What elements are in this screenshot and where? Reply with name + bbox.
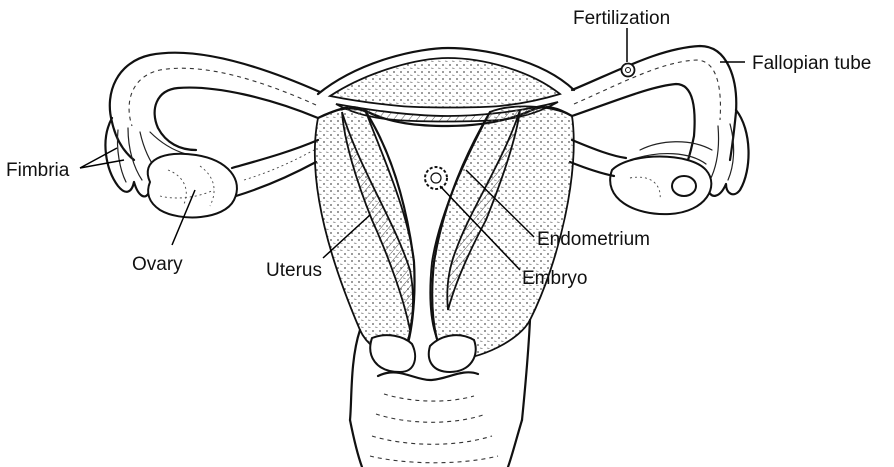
label-embryo: Embryo <box>522 268 587 289</box>
left-fallopian-tube <box>110 53 320 160</box>
left-ovarian-ligament <box>232 140 318 196</box>
right-ovary <box>610 157 711 215</box>
right-ovary-follicle <box>672 176 696 196</box>
label-endometrium: Endometrium <box>537 229 650 250</box>
embryo <box>425 167 447 189</box>
vagina <box>350 372 522 467</box>
label-fimbria: Fimbria <box>6 160 70 181</box>
fertilization-marker <box>622 64 635 77</box>
uterus-left-wall <box>315 109 415 360</box>
left-ovary <box>148 154 237 218</box>
label-ovary: Ovary <box>132 254 183 275</box>
label-fertilization: Fertilization <box>573 8 670 29</box>
label-uterus: Uterus <box>266 260 322 281</box>
label-fallopian-tube: Fallopian tube <box>752 53 871 74</box>
right-fallopian-tube <box>572 46 736 160</box>
